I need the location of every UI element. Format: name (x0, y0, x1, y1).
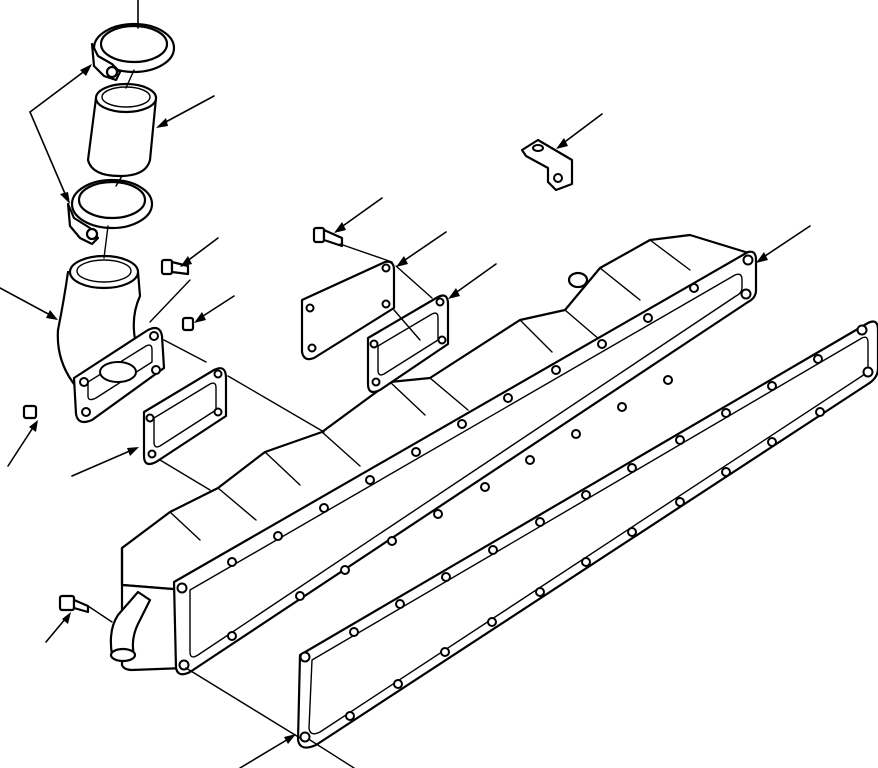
connector-hose (86, 82, 158, 178)
elbow-outlet (56, 254, 166, 424)
upper-hose-clamp (90, 22, 176, 82)
assembly-lines (87, 69, 433, 768)
manifold-gasket (296, 320, 878, 749)
cover-bolt (312, 226, 344, 248)
intake-manifold (109, 233, 758, 676)
drain-plug (22, 404, 38, 420)
manifold-flange-holes (176, 254, 754, 671)
manifold-gasket-holes (299, 324, 874, 743)
bracket (520, 138, 574, 192)
elbow-small-bolt (181, 316, 195, 332)
elbow-gasket (142, 367, 228, 466)
cover-plate (300, 260, 396, 361)
flange-bolt (58, 594, 90, 614)
lower-hose-clamp (66, 178, 154, 246)
cover-gasket (366, 294, 450, 394)
callout-leaders (0, 0, 811, 768)
